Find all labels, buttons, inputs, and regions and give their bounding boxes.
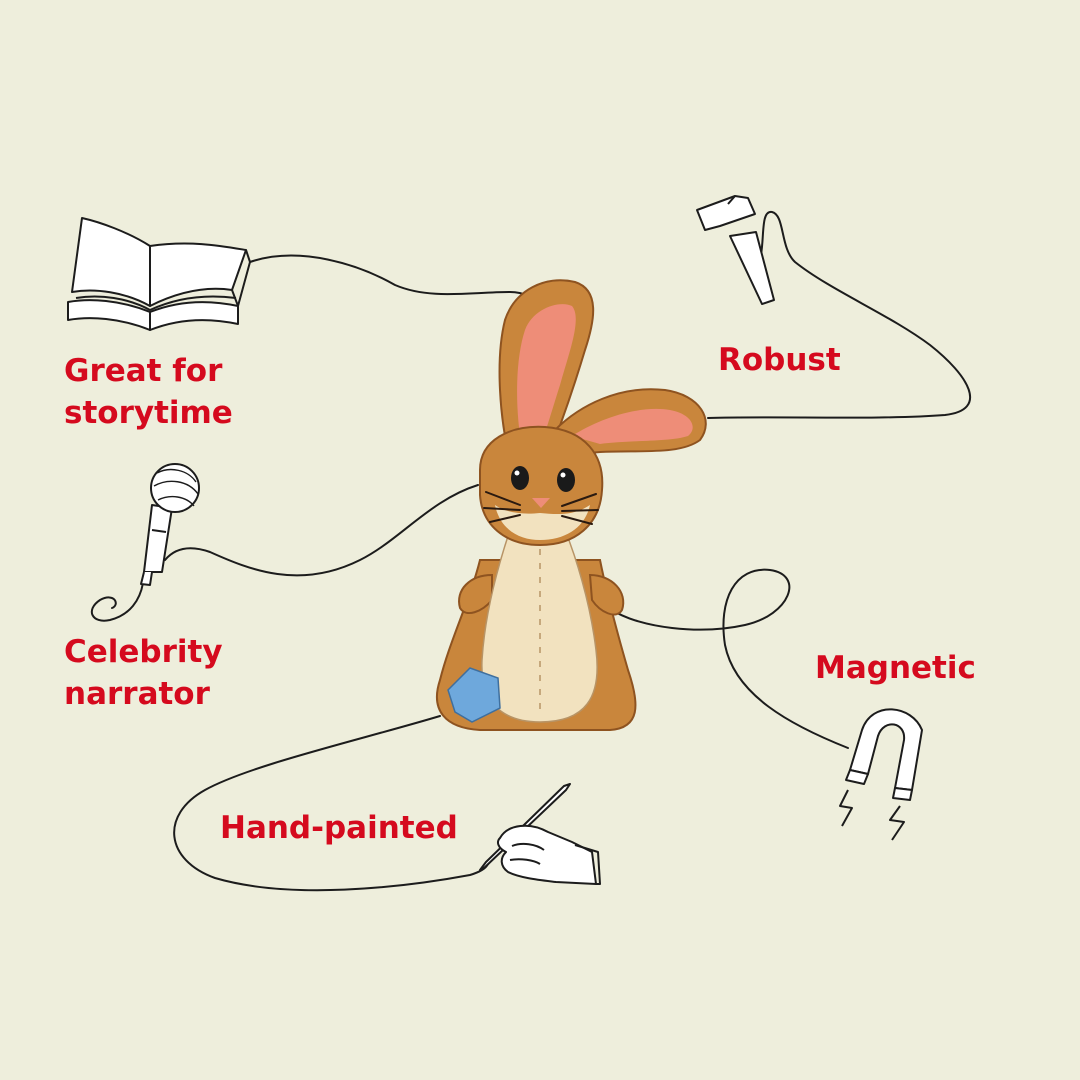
- hand-with-brush-icon: [479, 783, 601, 885]
- rabbit-nose: [532, 498, 550, 508]
- connector-mic-cable: [90, 582, 144, 622]
- feature-celebrity-line-2: narrator: [64, 676, 210, 712]
- rabbit-right-eye: [557, 468, 575, 492]
- connector-celebrity: [164, 484, 479, 577]
- feature-storytime-line-1: Great for: [64, 353, 223, 389]
- feature-robust-line-1: Robust: [718, 342, 841, 378]
- rabbit-blue-patch: [447, 667, 501, 723]
- connector-magnetic: [611, 568, 849, 749]
- microphone-icon: [140, 463, 200, 586]
- rabbit-left-eye: [511, 466, 529, 490]
- connector-robust: [707, 211, 972, 419]
- feature-robust: Robust: [718, 339, 841, 381]
- hammer-icon: [696, 195, 775, 305]
- feature-handpainted-line-1: Hand-painted: [220, 810, 458, 846]
- feature-hand-painted: Hand-painted: [220, 807, 458, 849]
- feature-storytime-line-2: storytime: [64, 395, 233, 431]
- feature-magnetic: Magnetic: [815, 647, 976, 689]
- connector-storytime: [249, 254, 541, 306]
- open-book-icon: [67, 217, 251, 331]
- feature-storytime: Great for storytime: [64, 350, 233, 434]
- rabbit-figurine: [435, 279, 707, 731]
- rabbit-belly: [481, 529, 598, 723]
- feature-celebrity-line-1: Celebrity: [64, 634, 223, 670]
- magnet-icon: [839, 708, 923, 841]
- connector-handpainted: [173, 715, 489, 892]
- feature-magnetic-line-1: Magnetic: [815, 650, 976, 686]
- feature-celebrity-narrator: Celebrity narrator: [64, 631, 223, 715]
